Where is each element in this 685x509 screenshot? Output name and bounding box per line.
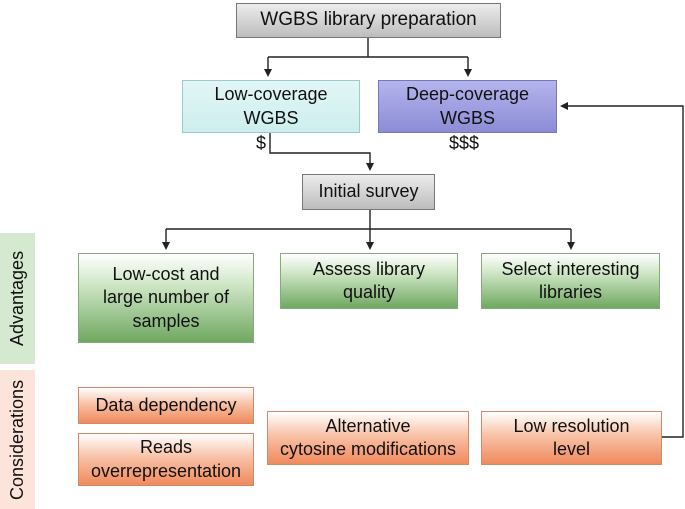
advantage-box-low-cost: Low-cost and large number of samples — [78, 253, 254, 343]
advantage-box-assess-quality: Assess library quality — [280, 253, 458, 309]
deep-coverage-box: Deep-coverage WGBS — [378, 80, 557, 133]
advantages-label: Advantages — [0, 233, 35, 364]
arrow-to-initial-survey — [269, 133, 374, 171]
consideration-box-data-dependency: Data dependency — [78, 387, 254, 424]
consideration-box-reads-overrepresentation: Reads overrepresentation — [78, 433, 254, 486]
deep-coverage-line2: WGBS — [439, 107, 495, 128]
title-box: WGBS library preparation — [236, 3, 501, 38]
advantage-box-select-libraries: Select interesting libraries — [481, 253, 660, 309]
considerations-label: Considerations — [0, 370, 35, 509]
initial-survey-box: Initial survey — [302, 174, 435, 210]
feedback-arrow — [560, 102, 684, 438]
low-coverage-line2: WGBS — [243, 107, 299, 128]
low-coverage-line1: Low-coverage — [214, 84, 328, 105]
deep-coverage-line1: Deep-coverage — [405, 84, 530, 105]
title-text: WGBS library preparation — [260, 9, 477, 31]
consideration-box-cytosine-modifications: Alternative cytosine modifications — [267, 411, 469, 465]
low-coverage-box: Low-coverage WGBS — [182, 80, 360, 133]
low-coverage-cost: $ — [256, 133, 267, 153]
deep-coverage-cost: $$$ — [449, 133, 480, 153]
initial-survey-text: Initial survey — [318, 181, 419, 202]
consideration-box-low-resolution: Low resolution level — [481, 411, 662, 465]
